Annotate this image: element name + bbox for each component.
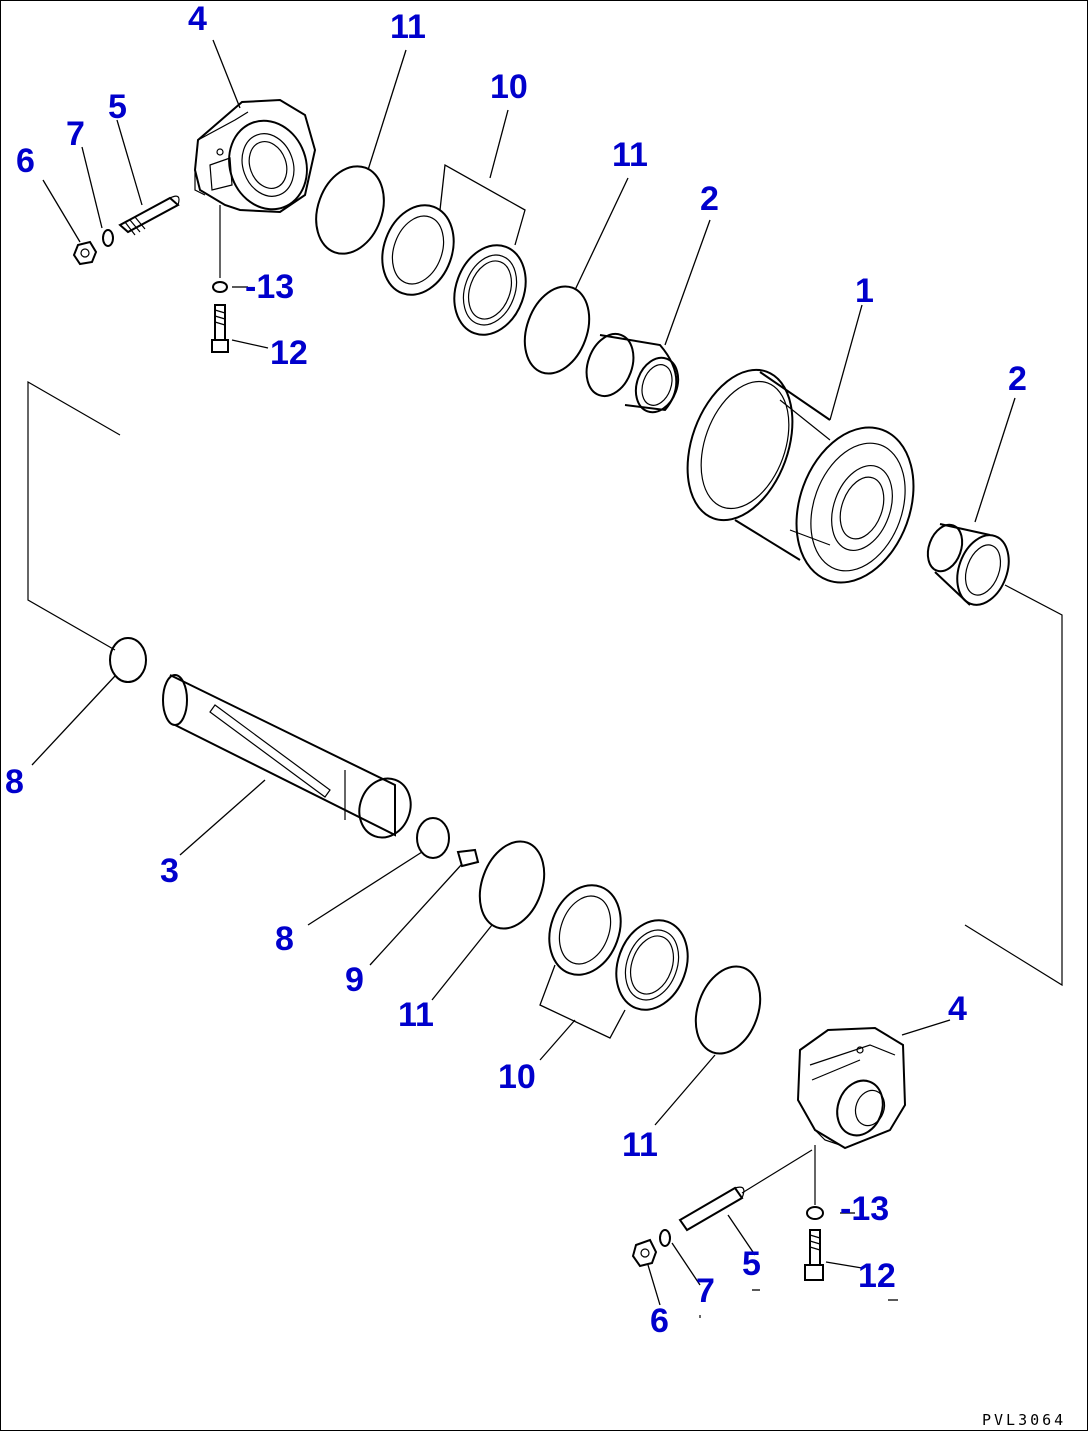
bolt-12-upper — [211, 304, 229, 353]
seal-10-lower — [539, 884, 689, 1039]
callout-10-upper: 10 — [490, 68, 528, 106]
washer-13-upper — [212, 281, 228, 293]
callout-12-upper: 12 — [270, 334, 308, 372]
bushing-2-right — [926, 523, 1010, 606]
callout-labels: 4 11 10 5 7 6 11 2 -13 12 1 2 8 3 8 9 11… — [5, 0, 1027, 1340]
callout-4-upper: 4 — [188, 0, 207, 38]
callout-11-a: 11 — [390, 8, 426, 46]
bracket-lower — [796, 1026, 907, 1150]
leader-lines — [31, 39, 1016, 1306]
o-ring-11-c — [478, 840, 546, 930]
washer-13-lower — [806, 1206, 824, 1220]
callout-7-lower: 7 — [696, 1272, 715, 1310]
callout-10-lower: 10 — [498, 1058, 536, 1096]
callout-1: 1 — [855, 272, 874, 310]
shaft-3 — [162, 674, 412, 839]
callout-4-lower: 4 — [948, 990, 967, 1028]
callout-5-lower: 5 — [742, 1245, 761, 1283]
callout-6-upper: 6 — [16, 142, 35, 180]
drawing-code: PVL3064 — [982, 1411, 1066, 1429]
callout-12-lower: 12 — [858, 1257, 896, 1295]
o-ring-11-a — [315, 165, 385, 255]
callout-9: 9 — [345, 961, 364, 999]
callout-8-left: 8 — [5, 763, 24, 801]
callout-2-upper: 2 — [700, 180, 719, 218]
callout-6-lower: 6 — [650, 1302, 669, 1340]
nut-6-lower — [631, 1238, 658, 1268]
callout-3: 3 — [160, 852, 179, 890]
track-roller-1 — [686, 368, 915, 584]
bolt-5-lower — [678, 1149, 813, 1232]
callout-2-right: 2 — [1008, 360, 1027, 398]
assembly-lines — [27, 380, 1063, 1318]
o-ring-11-b — [523, 285, 591, 375]
callout-8-mid: 8 — [275, 920, 294, 958]
washer-7-upper — [102, 229, 114, 247]
callout-13-upper: -13 — [245, 268, 294, 306]
callout-11-c: 11 — [398, 996, 434, 1034]
bolt-5-upper — [118, 195, 180, 236]
nut-6-upper — [72, 240, 98, 266]
callout-13-lower: -13 — [840, 1190, 889, 1228]
callout-7-upper: 7 — [66, 115, 85, 153]
seal-10-upper — [381, 163, 527, 336]
callout-11-d: 11 — [622, 1126, 658, 1164]
bracket-upper — [193, 98, 317, 214]
bushing-2-upper — [585, 333, 680, 414]
plug-8-mid — [416, 817, 450, 859]
bolt-12-lower — [804, 1229, 824, 1281]
callout-5-upper: 5 — [108, 88, 127, 126]
callout-11-b: 11 — [612, 136, 648, 174]
o-ring-11-d — [694, 965, 762, 1055]
pin-9 — [456, 848, 480, 868]
plug-8-left — [109, 637, 147, 683]
washer-7-lower — [659, 1229, 671, 1247]
